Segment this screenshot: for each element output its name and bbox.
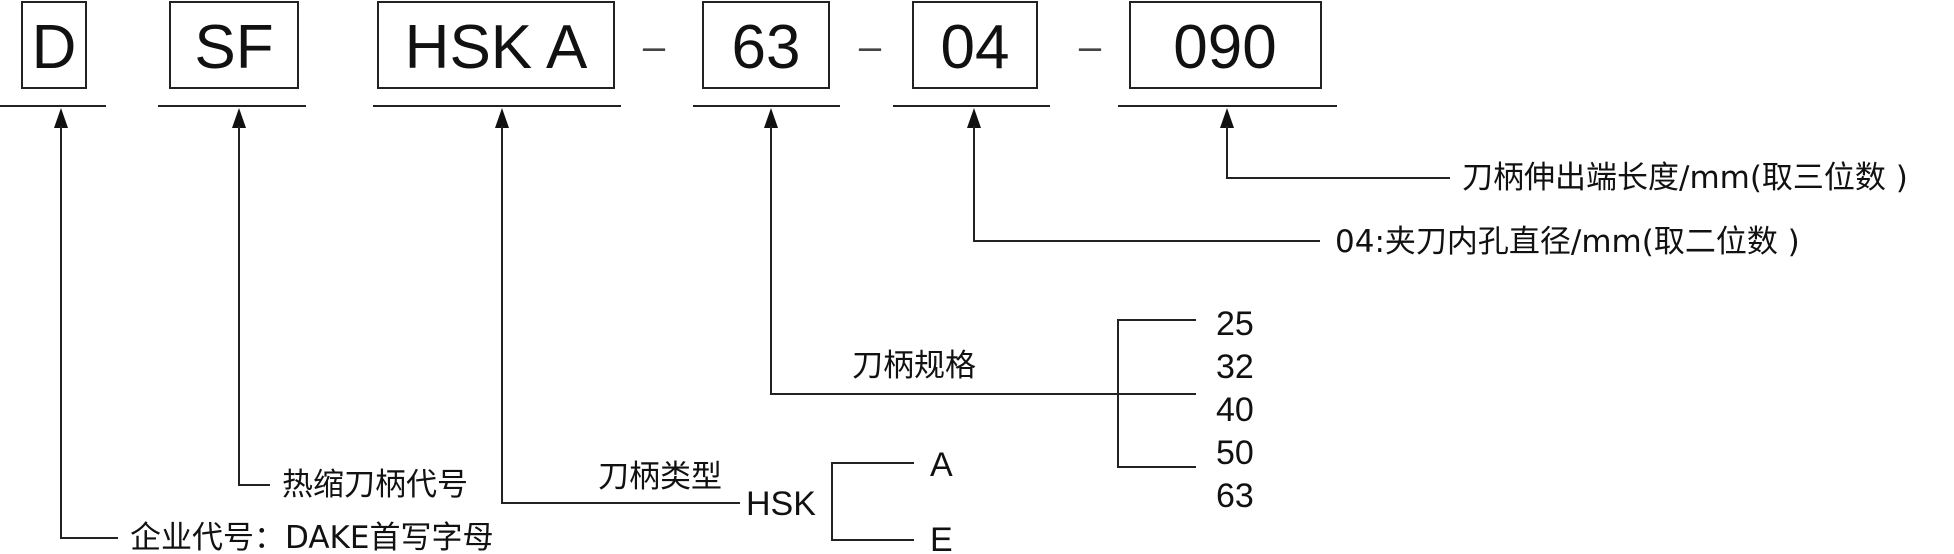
code-box-1 [21,1,87,89]
code-box-4 [702,1,830,89]
arrow-5 [967,108,981,128]
separator-1: – [643,25,666,69]
code-sf: SF [194,13,273,82]
code-hsk-a: HSK A [405,13,588,82]
type-bracket [831,462,914,541]
code-090: 090 [1173,13,1276,82]
arrow-6 [1220,108,1234,128]
spec-option: 25 [1216,305,1254,343]
spec-option: 32 [1216,348,1254,386]
arrow-4 [764,108,778,128]
leader-holder-spec [770,126,1196,395]
leader-holder-type [501,126,740,504]
separator-2: – [859,25,882,69]
leader-bore-diameter [973,126,1320,242]
type-option-e: E [930,521,953,554]
label-holder-type: 刀柄类型 [598,459,722,495]
code-d: D [32,13,77,82]
label-bore-diameter: 04:夹刀内孔直径/mm(取二位数 ) [1335,224,1800,260]
arrow-3 [495,108,509,128]
label-extension-length: 刀柄伸出端长度/mm(取三位数 ) [1462,160,1908,196]
separator-3: – [1079,25,1102,69]
leader-shrink-holder [238,126,270,486]
spec-option: 50 [1216,434,1254,472]
leader-extension-length [1226,126,1450,179]
code-box-2 [169,1,299,89]
arrow-2 [232,108,246,128]
label-shrink-holder-code: 热缩刀柄代号 [282,467,468,503]
spec-option: 63 [1216,477,1254,515]
spec-option: 40 [1216,391,1254,429]
label-holder-spec: 刀柄规格 [852,348,976,384]
code-04: 04 [941,13,1010,82]
arrow-1 [54,108,68,128]
leader-company-code [60,126,118,539]
type-option-a: A [930,446,953,484]
label-hsk: HSK [746,485,816,523]
label-company-code: 企业代号：DAKE首写字母 [130,520,493,554]
code-box-3 [377,1,615,89]
code-63: 63 [732,13,801,82]
spec-bracket [1117,319,1196,468]
code-box-5 [912,1,1038,89]
code-box-6 [1129,1,1322,89]
